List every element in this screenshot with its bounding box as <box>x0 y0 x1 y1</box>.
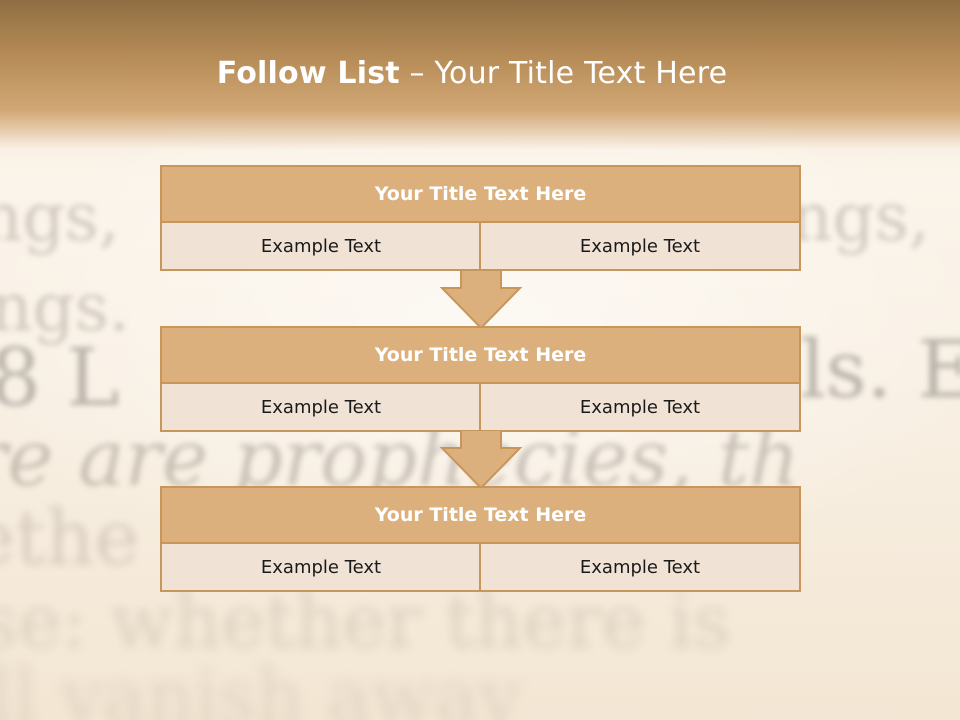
background-text-line: 8 L <box>0 331 120 424</box>
stage-3-right-cell: Example Text <box>479 542 801 592</box>
background-text-line: ngs, <box>0 179 120 256</box>
title-band <box>0 0 960 150</box>
background-text-line: ls. E <box>800 323 960 416</box>
background-text-line: ngs, <box>790 179 930 256</box>
down-arrow-icon <box>439 430 523 490</box>
stage-2-heading: Your Title Text Here <box>160 326 801 384</box>
slide-title-strong: Follow List <box>216 56 400 91</box>
stage-1-right-cell: Example Text <box>479 221 801 271</box>
slide-title: Follow List – Your Title Text Here <box>0 56 944 91</box>
stage-1-left-cell: Example Text <box>160 221 482 271</box>
background-text-line: re are prophecies, th <box>0 414 800 504</box>
background-text-line: se: whether there is <box>0 579 731 665</box>
stage-2-right-cell: Example Text <box>479 382 801 432</box>
stage-2-left-cell: Example Text <box>160 382 482 432</box>
slide-title-rest: – Your Title Text Here <box>399 56 728 91</box>
stage-3-left-cell: Example Text <box>160 542 482 592</box>
down-arrow-icon <box>439 270 523 330</box>
background-text-line: ngs. <box>0 269 130 346</box>
stage-3-heading: Your Title Text Here <box>160 486 801 544</box>
background-text-line: ll vanish away <box>0 654 521 720</box>
stage-1-heading: Your Title Text Here <box>160 165 801 223</box>
